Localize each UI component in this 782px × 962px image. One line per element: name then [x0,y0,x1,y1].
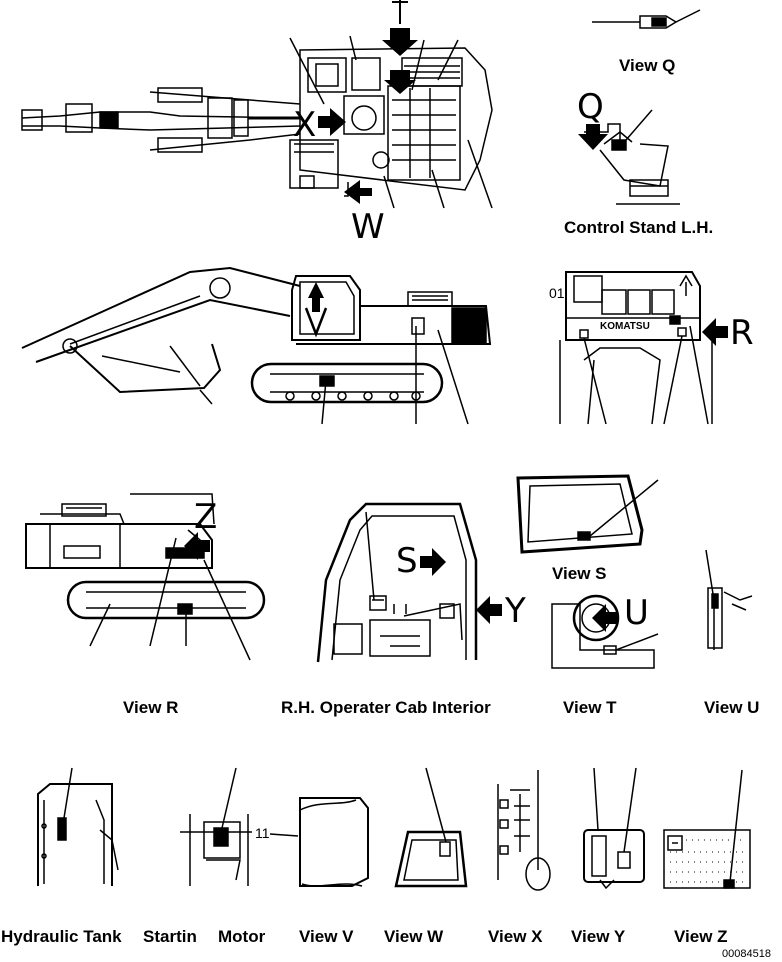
marker-s: S [396,541,418,581]
marker-11: 11 [255,825,270,841]
arrow-down-2 [384,70,416,94]
view-u-sketch [705,549,753,650]
arrow-up-v [308,282,324,312]
view-r-sketch [25,493,266,661]
label-hydraulic-tank: Hydraulic Tank [1,927,122,946]
arrow-down-q [578,124,608,150]
marker-r: R [730,313,754,353]
document-number: 00084518 [722,948,771,960]
label-startin: Startin [143,927,197,946]
arrow-left-r [702,318,728,346]
view-v-sketch [269,797,369,887]
marker-y: Y [505,591,526,631]
arrow-right-s [420,548,446,576]
arrow-right-x [318,108,346,136]
view-t-sketch [551,594,659,669]
label-view-z: View Z [674,927,728,946]
hydraulic-tank-sketch [37,767,119,886]
counterweight-sketch [559,271,713,425]
cab-interior-sketch [316,502,478,663]
marker-u: U [624,593,649,633]
view-y-sketch [583,767,645,890]
label-motor: Motor [218,927,266,946]
marker-01: 01 [549,285,565,301]
label-view-u: View U [704,698,760,717]
arrow-left-y [476,596,502,624]
counterweight-brand: KOMATSU [600,321,650,332]
side-view-machine [21,266,492,425]
view-s-sketch [516,474,659,554]
label-view-r: View R [123,698,179,717]
view-x-sketch [497,770,551,891]
arrow-left-z [184,532,210,560]
marker-z: Z [194,497,218,537]
arrow-left-u [592,604,618,632]
view-q-sketch [592,9,701,29]
marker-x: X [293,105,317,145]
label-view-y: View Y [571,927,626,946]
label-rh-cab: R.H. Operater Cab Interior [281,698,491,717]
label-view-q: View Q [619,56,676,75]
view-w-sketch [394,767,468,888]
label-control-stand: Control Stand L.H. [564,218,714,237]
arrow-down-t [382,28,418,56]
arrow-t-stem [392,0,408,24]
control-stand-sketch [584,109,680,205]
label-view-t: View T [563,698,617,717]
arrow-left-w [344,180,372,204]
label-view-s: View S [552,564,607,583]
marker-w: W [351,207,385,247]
marker-q: Q [577,87,604,127]
label-view-v: View V [299,927,354,946]
label-view-w: View W [384,927,444,946]
starting-motor-sketch [180,767,252,886]
view-z-sketch [663,769,751,889]
top-view-machine [21,35,493,209]
label-view-x: View X [488,927,543,946]
